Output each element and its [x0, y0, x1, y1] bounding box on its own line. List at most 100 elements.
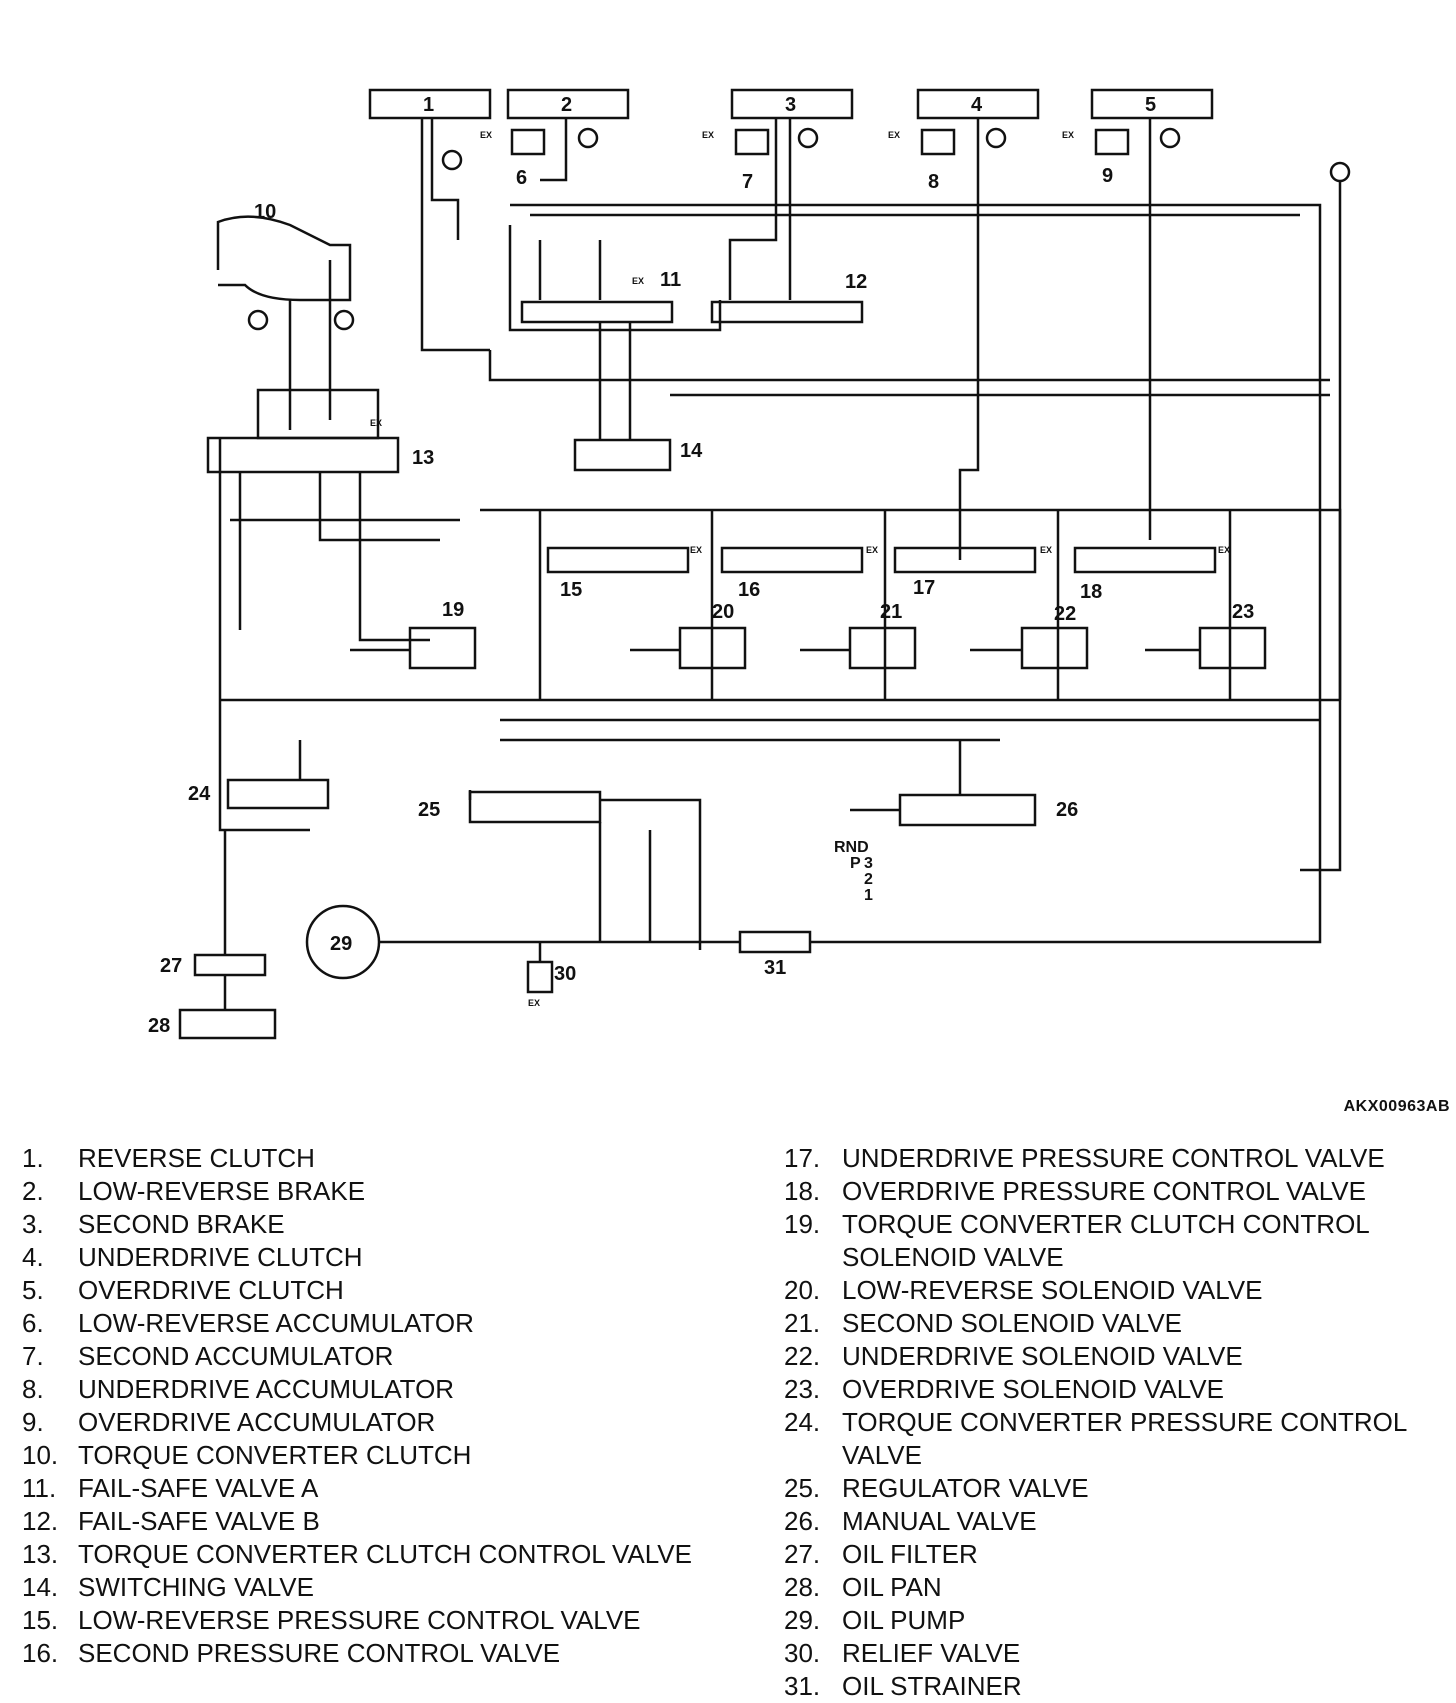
range-3: 3	[864, 855, 873, 872]
legend-item-1: 1.REVERSE CLUTCH	[22, 1143, 315, 1173]
legend-item-6: 6.LOW-REVERSE ACCUMULATOR	[22, 1308, 474, 1338]
svg-text:EX: EX	[480, 130, 492, 140]
second-solenoid-body	[848, 626, 917, 670]
legend-item-21: 21.SECOND SOLENOID VALVE	[784, 1308, 1183, 1338]
legend-item-29: 29.OIL PUMP	[784, 1605, 966, 1635]
legend-item-9: 9.OVERDRIVE ACCUMULATOR	[22, 1407, 436, 1437]
num-12: 12	[845, 271, 867, 293]
underdrive-accumulator	[920, 128, 956, 156]
num-27: 27	[160, 955, 182, 977]
legend-item-5: 5.OVERDRIVE CLUTCH	[22, 1275, 344, 1305]
num-22: 22	[1054, 603, 1076, 625]
reverse-clutch-box	[368, 88, 492, 120]
num-7: 7	[742, 171, 753, 193]
low-reverse-solenoid-body	[678, 626, 747, 670]
figure-code: AKX00963AB	[1343, 1098, 1450, 1115]
num-6: 6	[516, 167, 527, 189]
underdrive-solenoid-body	[1020, 626, 1089, 670]
legend-item-24: 24.TORQUE CONVERTER PRESSURE CONTROL VAL…	[784, 1407, 1407, 1470]
range-2: 2	[864, 871, 873, 888]
legend-item-22: 22.UNDERDRIVE SOLENOID VALVE	[784, 1341, 1243, 1371]
hydraulic-circuit-diagram: EX EX EX EX EX EX EX EX EX EX EX 1 2 3 4…	[148, 88, 1351, 1040]
legend-item-30: 30.RELIEF VALVE	[784, 1638, 1021, 1668]
num-23: 23	[1232, 601, 1254, 623]
tc-pressure-control-valve-body	[226, 778, 330, 810]
low-reverse-accumulator	[510, 128, 546, 156]
legend-right: 17.UNDERDRIVE PRESSURE CONTROL VALVE 18.…	[784, 1142, 1456, 1703]
oil-filter	[193, 953, 267, 977]
num-31: 31	[764, 957, 786, 979]
svg-text:EX: EX	[1062, 130, 1074, 140]
svg-text:EX: EX	[690, 545, 702, 555]
num-25: 25	[418, 799, 440, 821]
num-5: 5	[1145, 94, 1156, 116]
num-8: 8	[928, 171, 939, 193]
svg-text:EX: EX	[1218, 545, 1230, 555]
svg-text:EX: EX	[632, 276, 644, 286]
num-21: 21	[880, 601, 902, 623]
underdrive-pcv-body	[893, 546, 1037, 574]
oil-strainer	[738, 930, 812, 954]
legend-item-3: 3.SECOND BRAKE	[22, 1209, 285, 1239]
num-15: 15	[560, 579, 582, 601]
overdrive-pcv-body	[1073, 546, 1217, 574]
legend-item-10: 10.TORQUE CONVERTER CLUTCH	[22, 1440, 472, 1470]
fail-safe-valve-a	[520, 300, 674, 324]
torque-converter-clutch-shape	[216, 215, 352, 302]
legend-item-23: 23.OVERDRIVE SOLENOID VALVE	[784, 1374, 1224, 1404]
relief-valve	[526, 960, 554, 994]
num-11: 11	[660, 269, 681, 291]
fail-safe-valve-b	[710, 300, 864, 324]
second-accumulator	[734, 128, 770, 156]
svg-text:EX: EX	[888, 130, 900, 140]
svg-text:EX: EX	[866, 545, 878, 555]
num-1: 1	[423, 94, 434, 116]
num-26: 26	[1056, 799, 1078, 821]
regulator-valve-body	[468, 790, 602, 824]
svg-text:EX: EX	[370, 418, 382, 428]
num-16: 16	[738, 579, 760, 601]
legend-item-15: 15.LOW-REVERSE PRESSURE CONTROL VALVE	[22, 1605, 641, 1635]
svg-text:EX: EX	[1040, 545, 1052, 555]
num-4: 4	[971, 94, 983, 116]
num-3: 3	[785, 94, 796, 116]
num-28: 28	[148, 1015, 170, 1037]
legend-item-18: 18.OVERDRIVE PRESSURE CONTROL VALVE	[784, 1176, 1366, 1206]
legend-item-26: 26.MANUAL VALVE	[784, 1506, 1037, 1536]
range-1: 1	[864, 887, 873, 904]
svg-text:EX: EX	[528, 998, 540, 1008]
num-18: 18	[1080, 581, 1102, 603]
legend-item-19: 19.TORQUE CONVERTER CLUTCH CONTROL SOLEN…	[784, 1209, 1369, 1272]
legend-item-16: 16.SECOND PRESSURE CONTROL VALVE	[22, 1638, 561, 1668]
range-p: P	[850, 855, 861, 872]
tcc-solenoid-body	[408, 626, 477, 670]
num-13: 13	[412, 447, 434, 469]
num-17: 17	[913, 577, 935, 599]
second-pcv-body	[720, 546, 864, 574]
legend-item-31: 31.OIL STRAINER	[784, 1671, 1022, 1701]
low-reverse-brake-box	[506, 88, 630, 120]
num-10: 10	[254, 201, 276, 223]
legend-item-2: 2.LOW-REVERSE BRAKE	[22, 1176, 366, 1206]
num-24: 24	[188, 783, 211, 805]
legend-item-8: 8.UNDERDRIVE ACCUMULATOR	[22, 1374, 455, 1404]
legend-item-14: 14.SWITCHING VALVE	[22, 1572, 314, 1602]
legend-item-11: 11.FAIL-SAFE VALVE A	[22, 1473, 319, 1503]
num-14: 14	[680, 440, 703, 462]
num-30: 30	[554, 963, 576, 985]
legend-item-28: 28.OIL PAN	[784, 1572, 942, 1602]
num-9: 9	[1102, 165, 1113, 187]
manual-valve-body	[898, 793, 1037, 827]
num-20: 20	[712, 601, 734, 623]
legend-item-17: 17.UNDERDRIVE PRESSURE CONTROL VALVE	[784, 1143, 1385, 1173]
low-reverse-pcv-body	[546, 546, 690, 574]
range-rnd: RND	[834, 839, 869, 856]
num-29: 29	[330, 933, 352, 955]
overdrive-clutch-box	[1090, 88, 1214, 120]
tcc-control-valve-body	[206, 436, 400, 474]
legend-left: 1.REVERSE CLUTCH 2.LOW-REVERSE BRAKE 3.S…	[22, 1142, 722, 1670]
legend-item-4: 4.UNDERDRIVE CLUTCH	[22, 1242, 363, 1272]
legend-item-27: 27.OIL FILTER	[784, 1539, 978, 1569]
overdrive-accumulator	[1094, 128, 1130, 156]
overdrive-solenoid-body	[1198, 626, 1267, 670]
